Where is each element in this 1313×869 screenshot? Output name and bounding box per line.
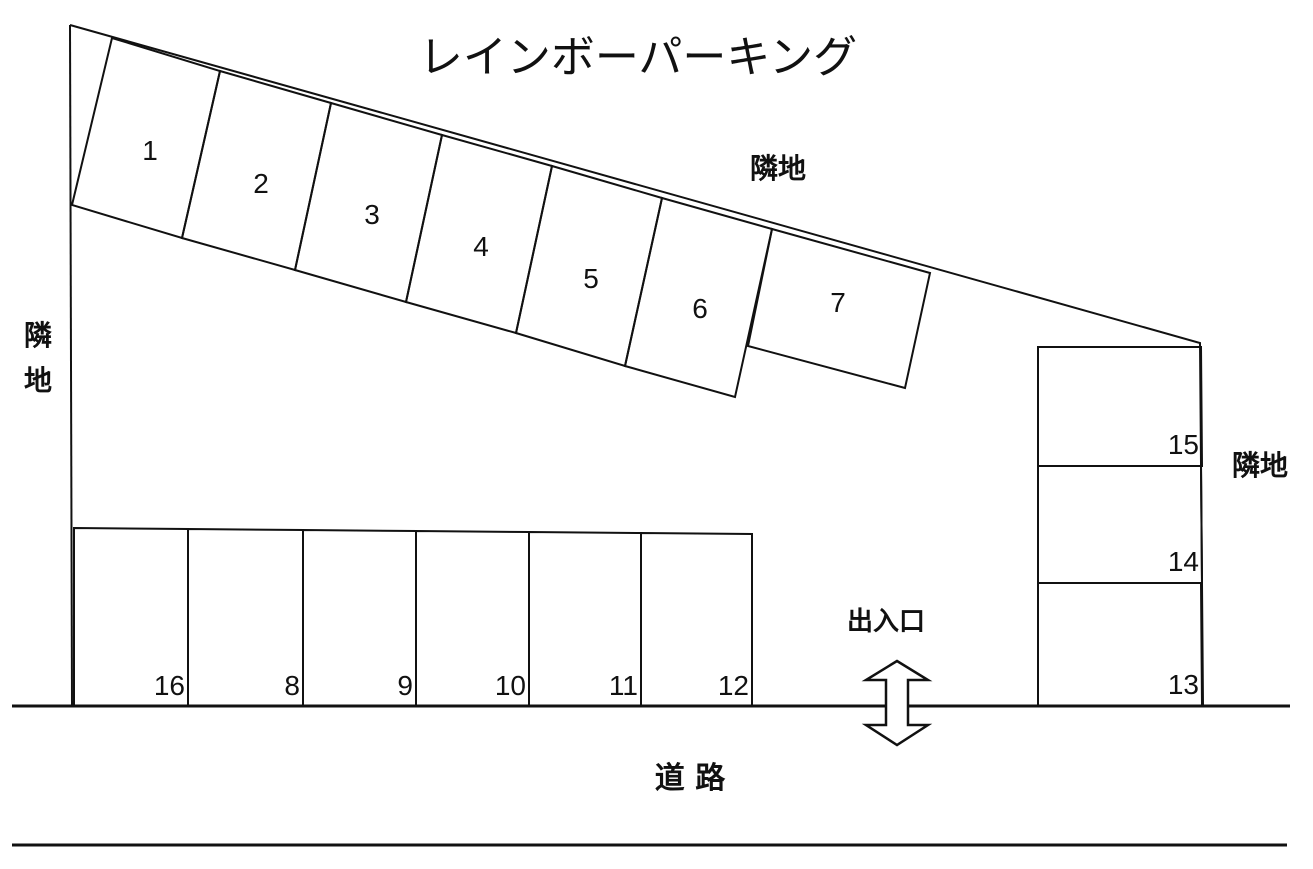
space-number-5: 5 [583, 263, 599, 294]
space-number-16: 16 [154, 670, 185, 701]
lot-left-edge [69, 24, 73, 706]
neighbor-label-left-2: 地 [24, 364, 52, 397]
space-number-11: 11 [609, 670, 638, 701]
map-title: レインボーパーキング [419, 32, 857, 83]
space-number-1: 1 [142, 135, 158, 166]
parking-space-7 [746, 227, 932, 390]
space-number-8: 8 [284, 670, 300, 701]
neighbor-label-top: 隣地 [750, 152, 806, 185]
space-number-14: 14 [1168, 546, 1199, 577]
space-number-15: 15 [1168, 429, 1199, 460]
space-number-10: 10 [495, 670, 526, 701]
space-number-13: 13 [1168, 669, 1199, 700]
double-vertical-arrow-icon [861, 659, 933, 747]
neighbor-label-left-1: 隣 [24, 319, 52, 352]
space-number-6: 6 [692, 293, 708, 324]
entrance-label: 出入口 [847, 607, 925, 637]
space-number-9: 9 [397, 670, 413, 701]
space-number-12: 12 [718, 670, 749, 701]
lot-boundary [69, 24, 1204, 706]
space-number-2: 2 [253, 168, 269, 199]
parking-space-6 [623, 196, 774, 399]
parking-space-12 [640, 531, 753, 707]
space-number-4: 4 [473, 231, 489, 262]
road-label: 道 路 [655, 761, 726, 796]
parking-space-13 [1037, 582, 1204, 707]
space-number-3: 3 [364, 199, 380, 230]
neighbor-label-right: 隣地 [1232, 449, 1288, 482]
space-number-7: 7 [830, 287, 846, 318]
